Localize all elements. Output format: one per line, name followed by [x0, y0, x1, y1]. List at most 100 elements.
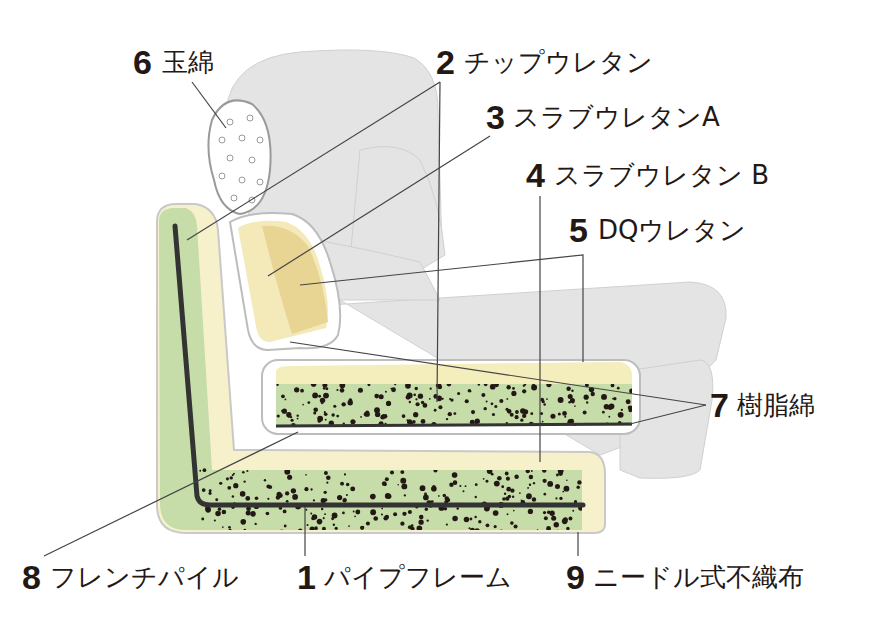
- urethane-dot: [546, 526, 551, 531]
- urethane-dot: [305, 509, 307, 511]
- urethane-dot: [577, 480, 581, 484]
- urethane-dot: [522, 414, 526, 418]
- urethane-dot: [314, 526, 318, 530]
- urethane-dot: [291, 488, 296, 493]
- urethane-dot: [486, 480, 489, 483]
- urethane-dot: [471, 410, 475, 414]
- leader-lines: [44, 82, 706, 556]
- urethane-dot: [406, 395, 411, 400]
- urethane-dot: [365, 410, 369, 414]
- urethane-dot: [339, 384, 345, 388]
- urethane-dot: [417, 525, 423, 531]
- urethane-dot: [228, 528, 231, 531]
- urethane-dot: [342, 498, 346, 502]
- urethane-dot: [324, 513, 326, 515]
- urethane-dot: [425, 508, 428, 511]
- urethane-dot: [266, 512, 270, 516]
- urethane-dot: [292, 494, 298, 500]
- leader-2b: [437, 82, 440, 402]
- urethane-dot: [550, 414, 555, 419]
- urethane-dot: [245, 496, 250, 501]
- urethane-dot: [452, 472, 458, 478]
- urethane-dot: [324, 412, 328, 416]
- urethane-dot: [246, 510, 251, 515]
- urethane-dot: [497, 476, 502, 481]
- urethane-dot: [390, 471, 394, 475]
- urethane-dot: [475, 418, 480, 423]
- urethane-dot: [358, 388, 363, 393]
- urethane-dot: [542, 421, 544, 423]
- urethane-dot: [233, 473, 235, 475]
- urethane-dot: [380, 415, 385, 420]
- urethane-dot: [608, 416, 610, 418]
- callout-number: 2: [436, 45, 455, 79]
- urethane-dot: [295, 532, 300, 537]
- urethane-dot: [413, 412, 418, 417]
- urethane-dot: [502, 497, 506, 501]
- urethane-dot: [543, 511, 546, 514]
- urethane-dot: [374, 394, 379, 399]
- callout-number: 9: [566, 560, 585, 594]
- urethane-dot: [584, 395, 589, 400]
- urethane-dot: [385, 493, 391, 499]
- urethane-dot: [537, 529, 539, 531]
- urethane-dot: [419, 515, 424, 520]
- urethane-dot: [494, 384, 499, 387]
- urethane-dot: [558, 412, 561, 415]
- sofa-background: [226, 50, 726, 478]
- callout-number: 6: [133, 45, 152, 79]
- urethane-dot: [513, 510, 515, 512]
- urethane-dot: [514, 524, 518, 528]
- urethane-dot: [337, 495, 342, 500]
- urethane-dot: [424, 493, 427, 496]
- callout-number: 4: [526, 158, 545, 192]
- urethane-dot: [350, 486, 355, 491]
- urethane-dot: [486, 523, 490, 527]
- urethane-dot: [347, 400, 352, 405]
- urethane-dot: [284, 469, 290, 475]
- urethane-dot: [426, 519, 428, 521]
- urethane-dot: [226, 477, 229, 480]
- urethane-dot: [282, 409, 287, 414]
- urethane-dot: [520, 408, 526, 414]
- urethane-dot: [576, 486, 579, 489]
- urethane-dot: [542, 479, 546, 483]
- urethane-dot: [418, 393, 423, 398]
- urethane-dot: [284, 525, 287, 528]
- urethane-dot: [381, 513, 383, 515]
- urethane-dot: [527, 487, 529, 489]
- urethane-dot: [531, 385, 537, 391]
- urethane-dot: [590, 392, 594, 396]
- urethane-dot: [381, 508, 383, 510]
- urethane-dot: [562, 519, 568, 525]
- urethane-dot: [400, 470, 404, 474]
- urethane-dot: [310, 512, 312, 514]
- urethane-dot: [475, 496, 477, 498]
- urethane-dot: [556, 474, 559, 477]
- urethane-dot: [501, 485, 504, 488]
- urethane-dot: [572, 401, 574, 403]
- urethane-dot: [572, 510, 574, 512]
- urethane-dot: [400, 522, 404, 526]
- urethane-dot: [390, 388, 392, 390]
- urethane-dot: [310, 488, 312, 490]
- urethane-dot: [348, 525, 350, 527]
- urethane-dot: [611, 384, 615, 387]
- back-dq-layer: [262, 226, 328, 334]
- urethane-dot: [331, 517, 334, 520]
- urethane-dot: [201, 517, 204, 520]
- urethane-dot: [305, 474, 307, 476]
- urethane-dot: [281, 394, 285, 398]
- urethane-dot: [391, 387, 396, 392]
- urethane-dot: [264, 479, 266, 481]
- urethane-dot: [452, 516, 457, 521]
- urethane-dot: [434, 397, 436, 399]
- urethane-dot: [532, 497, 536, 501]
- urethane-dot: [304, 487, 308, 491]
- urethane-dot: [210, 530, 214, 534]
- seat-cushion-cover: [262, 360, 640, 434]
- urethane-dot: [483, 478, 485, 480]
- callout-number: 7: [710, 388, 729, 422]
- urethane-dot: [242, 471, 245, 474]
